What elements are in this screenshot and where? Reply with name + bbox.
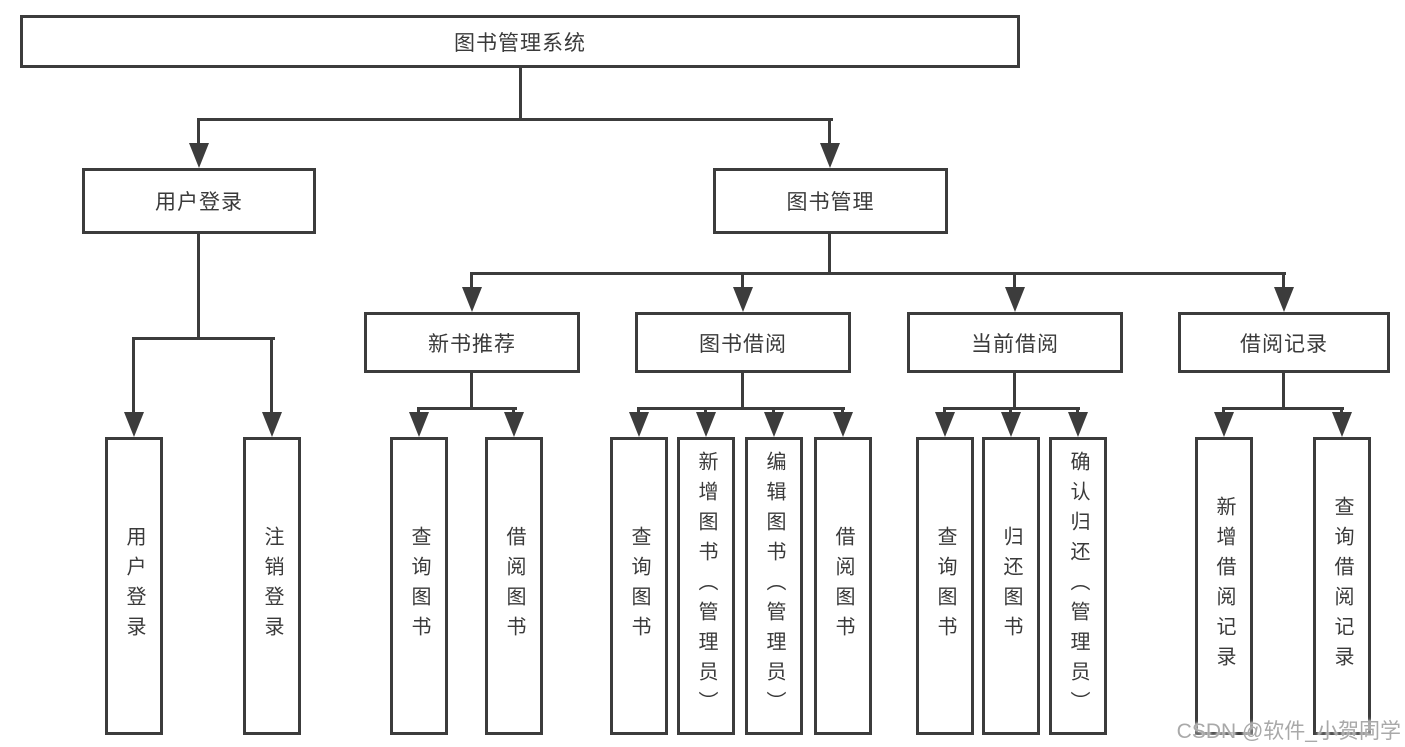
arrowhead-icon (820, 143, 840, 168)
leaf-label: 注销登录 (261, 526, 283, 646)
connector-vline (1282, 272, 1285, 292)
leaf-edit-books-admin: 编辑图书（管理员） (745, 437, 803, 735)
node-label: 当前借阅 (971, 332, 1059, 356)
leaf-return-books: 归还图书 (982, 437, 1040, 735)
leaf-label: 编辑图书（管理员） (763, 451, 785, 721)
leaf-logout-login: 注销登录 (243, 437, 301, 735)
leaf-label: 用户登录 (123, 526, 145, 646)
leaf-query-books-1: 查询图书 (390, 437, 448, 735)
arrowhead-icon (262, 412, 282, 437)
arrowhead-icon (833, 412, 853, 437)
node-label: 图书借阅 (699, 332, 787, 356)
leaf-borrow-books-2: 借阅图书 (814, 437, 872, 735)
leaf-label: 查询图书 (628, 526, 650, 646)
arrowhead-icon (1274, 287, 1294, 312)
connector-vline (132, 340, 135, 417)
connector-vline (470, 373, 473, 410)
leaf-query-books-2: 查询图书 (610, 437, 668, 735)
connector-vline (1282, 373, 1285, 410)
leaf-user-login: 用户登录 (105, 437, 163, 735)
arrowhead-icon (764, 412, 784, 437)
arrowhead-icon (1001, 412, 1021, 437)
arrowhead-icon (409, 412, 429, 437)
leaf-query-books-3: 查询图书 (916, 437, 974, 735)
leaf-label: 查询图书 (934, 526, 956, 646)
connector-vline (470, 272, 473, 292)
leaf-add-borrow-record: 新增借阅记录 (1195, 437, 1253, 735)
connector-vline (741, 272, 744, 292)
leaf-add-books-admin: 新增图书（管理员） (677, 437, 735, 735)
connector-vline (828, 234, 831, 275)
node-label: 新书推荐 (428, 332, 516, 356)
leaf-label: 借阅图书 (832, 526, 854, 646)
leaf-label: 新增图书（管理员） (695, 451, 717, 721)
node-current-borrowing: 当前借阅 (907, 312, 1123, 373)
leaf-label: 归还图书 (1000, 526, 1022, 646)
leaf-label: 确认归还（管理员） (1067, 451, 1089, 721)
connector-hline (470, 272, 1286, 275)
connector-vline (197, 234, 200, 340)
node-book-borrowing: 图书借阅 (635, 312, 851, 373)
connector-vline (1013, 272, 1016, 292)
node-new-book-recommend: 新书推荐 (364, 312, 580, 373)
node-book-management: 图书管理 (713, 168, 948, 234)
node-label: 图书管理系统 (454, 31, 586, 55)
node-library-management-system: 图书管理系统 (20, 15, 1020, 68)
connector-hline (132, 337, 275, 340)
leaf-confirm-return-admin: 确认归还（管理员） (1049, 437, 1107, 735)
arrowhead-icon (1214, 412, 1234, 437)
leaf-label: 查询图书 (408, 526, 430, 646)
watermark: CSDN @软件_小贺同学 (1176, 720, 1401, 743)
arrowhead-icon (629, 412, 649, 437)
node-label: 图书管理 (786, 191, 875, 214)
arrowhead-icon (504, 412, 524, 437)
leaf-borrow-books-1: 借阅图书 (485, 437, 543, 735)
connector-hline (637, 407, 845, 410)
arrowhead-icon (462, 287, 482, 312)
arrowhead-icon (1005, 287, 1025, 312)
leaf-label: 查询借阅记录 (1331, 496, 1353, 676)
connector-vline (519, 68, 522, 118)
connector-vline (270, 340, 273, 417)
leaf-query-borrow-record: 查询借阅记录 (1313, 437, 1371, 735)
leaf-label: 新增借阅记录 (1213, 496, 1235, 676)
arrowhead-icon (124, 412, 144, 437)
connector-hline (197, 118, 833, 121)
arrowhead-icon (189, 143, 209, 168)
node-label: 用户登录 (155, 191, 243, 214)
connector-vline (828, 118, 831, 148)
node-borrowing-records: 借阅记录 (1178, 312, 1390, 373)
connector-vline (197, 118, 200, 148)
arrowhead-icon (1332, 412, 1352, 437)
arrowhead-icon (935, 412, 955, 437)
node-label: 借阅记录 (1240, 332, 1328, 356)
leaf-label: 借阅图书 (503, 526, 525, 646)
arrowhead-icon (733, 287, 753, 312)
arrowhead-icon (696, 412, 716, 437)
arrowhead-icon (1068, 412, 1088, 437)
connector-hline (417, 407, 517, 410)
node-user-login: 用户登录 (82, 168, 316, 234)
connector-hline (1222, 407, 1344, 410)
connector-vline (1013, 373, 1016, 410)
connector-vline (741, 373, 744, 410)
